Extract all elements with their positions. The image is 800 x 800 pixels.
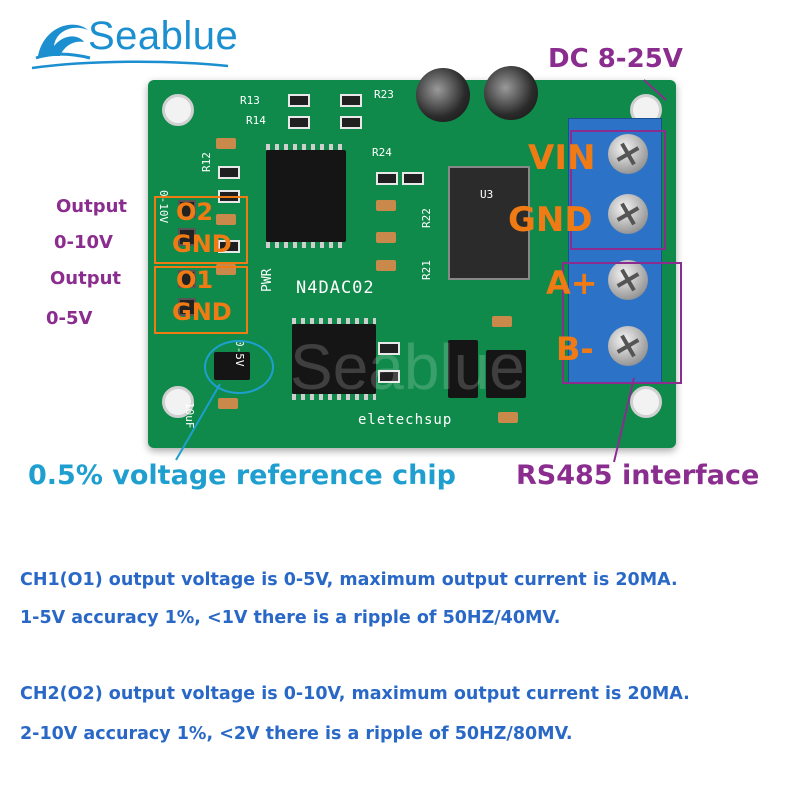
ch2-description-line2: 2-10V accuracy 1%, <2V there is a ripple… [20,724,573,744]
screw-terminal-vin [608,134,648,174]
output2-range: 0-5V [46,308,93,329]
b-minus-label: B- [556,330,594,368]
wave-icon [35,24,91,60]
header-pin [178,298,196,316]
voltage-regulator [448,166,530,280]
capacitor [376,232,396,243]
power-pointer [643,79,667,101]
logo-swoosh [31,60,229,70]
o1-label: O1 [176,266,214,294]
screw-terminal-gnd [608,194,648,234]
capacitor [216,264,236,275]
silk-r22: R22 [420,208,433,228]
vin-label: VIN [528,138,596,178]
watermark: Seablue [290,331,525,403]
output1-title: Output [56,196,128,217]
ch2-description-line1: CH2(O2) output voltage is 0-10V, maximum… [20,684,690,704]
screw-terminal-b [608,326,648,366]
capacitor [216,214,236,225]
capacitor [376,260,396,271]
header-pin [178,228,196,246]
electrolytic-capacitor [416,68,470,122]
rs485-pointer [613,377,635,463]
o2-header-box [154,196,248,264]
reference-chip-label: 0.5% voltage reference chip [28,460,456,491]
header-pin [178,200,196,218]
transistor [486,350,526,398]
mount-hole [162,386,194,418]
resistor [378,370,400,383]
silk-r24: R24 [372,146,392,159]
resistor [218,240,240,253]
resistor [402,172,424,185]
capacitor [498,412,518,423]
silk-r23: R23 [374,88,394,101]
resistor [340,94,362,107]
ic-chip-lower [292,324,376,394]
resistor [378,342,400,355]
ic-chip-upper [266,150,346,242]
output1-range: 0-10V [54,232,113,253]
silk-r14: R14 [246,114,266,127]
capacitor [216,138,236,149]
resistor [288,116,310,129]
electrolytic-capacitor [484,66,538,120]
o2-label: O2 [176,198,214,226]
power-label: DC 8-25V [548,44,683,74]
silk-r13: R13 [240,94,260,107]
o2-gnd-label: GND [172,230,232,258]
screw-terminal-a [608,260,648,300]
rs485-terminal-box [562,262,682,384]
o1-header-box [154,266,248,334]
gnd-label: GND [508,200,593,240]
silk-pwr: PWR [260,268,275,292]
brand-name: Seablue [88,14,239,58]
ch1-description-line1: CH1(O1) output voltage is 0-5V, maximum … [20,570,678,590]
capacitor [218,398,238,409]
capacitor [376,200,396,211]
reference-chip-highlight [204,340,274,394]
a-plus-label: A+ [546,264,598,302]
power-terminal-box [570,130,666,250]
ic-pins [266,242,346,248]
output2-title: Output [50,268,122,289]
reference-chip-pointer [175,383,221,461]
resistor [376,172,398,185]
silk-r21: R21 [420,260,433,280]
rs485-label: RS485 interface [516,460,760,491]
mount-hole [162,94,194,126]
resistor [288,94,310,107]
ic-pins [292,394,376,400]
transistor [448,340,478,398]
board-model: N4DAC02 [296,278,375,298]
silk-u3: U3 [480,188,494,201]
ic-pins [266,144,346,150]
ic-pins [292,318,376,324]
resistor [218,166,240,179]
resistor [340,116,362,129]
mount-hole [630,386,662,418]
capacitor [492,316,512,327]
o1-gnd-label: GND [172,298,232,326]
brand-logo [34,16,92,60]
ch1-description-line2: 1-5V accuracy 1%, <1V there is a ripple … [20,608,561,628]
board-maker: eletechsup [358,412,453,428]
silk-r12: R12 [200,152,213,172]
header-pin [178,270,196,288]
